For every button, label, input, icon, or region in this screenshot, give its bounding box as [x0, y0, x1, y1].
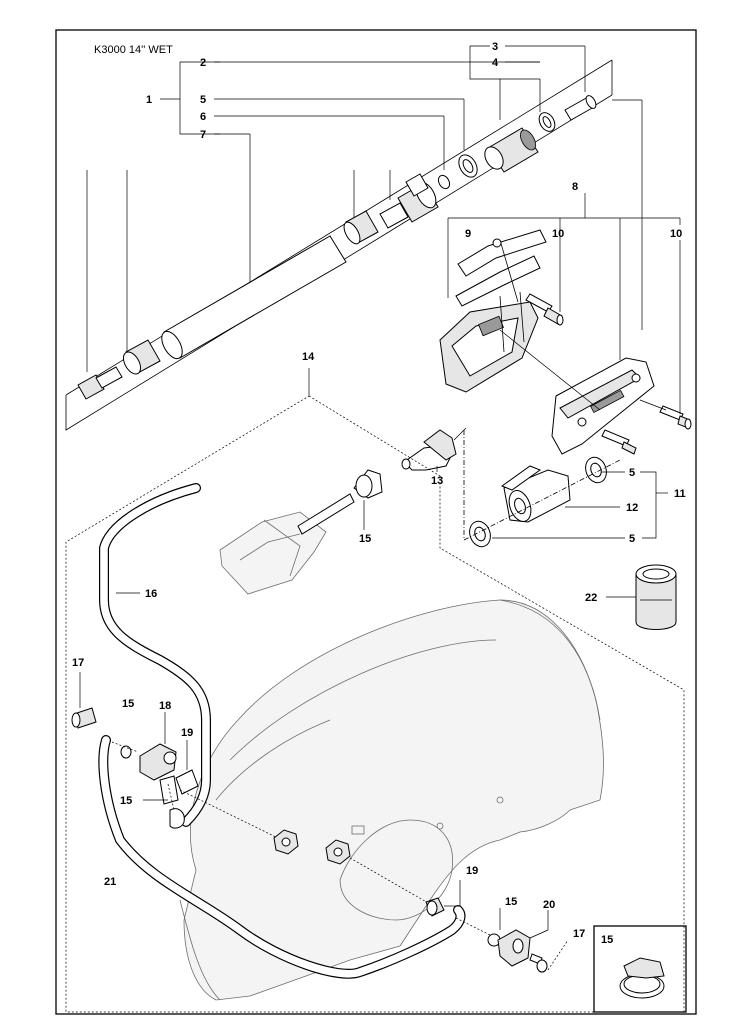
pipe-fitting	[379, 173, 439, 229]
callout-5-bottom: 5	[629, 533, 635, 545]
nut-left	[273, 829, 299, 855]
valve-bracket-assembly	[439, 99, 692, 548]
callout-15-left: 15	[122, 698, 134, 710]
hose-adapter-22	[635, 564, 677, 630]
callout-22: 22	[585, 592, 597, 604]
cover-plate	[551, 357, 655, 455]
callout-21: 21	[104, 876, 116, 888]
callout-11: 11	[674, 488, 686, 500]
pipe	[161, 235, 347, 360]
diagram-title: K3000 14'' WET	[94, 44, 173, 56]
pipe-assembly	[65, 45, 613, 431]
coupling	[484, 127, 539, 173]
valve-washer-top	[585, 456, 607, 484]
fitting-19-lower	[425, 897, 445, 917]
valve-body	[500, 465, 571, 523]
screw-lower	[601, 429, 637, 455]
callout-18: 18	[159, 700, 171, 712]
callout-16: 16	[145, 588, 157, 600]
tee-fitting-18	[120, 743, 199, 829]
support-pipe	[297, 493, 355, 535]
callout-9: 9	[465, 228, 471, 240]
pipe-nut	[343, 210, 379, 245]
callout-19-upper: 19	[181, 727, 193, 739]
callout-15-lower: 15	[505, 896, 517, 908]
callout-5-mid: 5	[629, 467, 635, 479]
spring-clip	[455, 229, 547, 307]
coupling-washer	[538, 112, 556, 132]
callout-13: 13	[431, 475, 443, 487]
blade-guard-outline	[179, 599, 604, 1001]
callout-15-upper: 15	[359, 533, 371, 545]
callout-8: 8	[572, 181, 578, 193]
callout-20: 20	[543, 899, 555, 911]
callout-17-upper: 17	[72, 657, 84, 669]
callout-7: 7	[200, 129, 206, 141]
hose-nipple	[564, 95, 597, 121]
hose-21	[98, 735, 466, 979]
callout-15-mid: 15	[120, 795, 132, 807]
callout-3: 3	[492, 41, 498, 53]
nozzle-17	[71, 707, 97, 729]
callout-6: 6	[200, 111, 206, 123]
callout-2: 2	[200, 57, 206, 69]
inset-label: 15	[601, 934, 613, 946]
fitting-20	[497, 929, 531, 967]
screw-17-lower	[529, 953, 548, 973]
kit-boundary	[65, 395, 685, 1013]
diagram-frame	[55, 29, 697, 1015]
callout-1: 1	[146, 94, 152, 106]
valve-washer-bottom	[469, 520, 491, 548]
callout-12: 12	[626, 502, 638, 514]
hose-16	[99, 483, 211, 827]
bracket-plate	[439, 291, 539, 393]
nut-center	[325, 839, 351, 865]
callout-5-top: 5	[200, 94, 206, 106]
inset-clamp-detail: 15	[593, 925, 687, 1013]
o-ring-small	[437, 174, 451, 190]
washer	[458, 154, 478, 178]
clamp-15	[353, 469, 383, 499]
screw-right	[659, 405, 692, 430]
callout-19-lower: 19	[466, 865, 478, 877]
support-bracket-ghost	[219, 511, 327, 595]
screw-upper	[525, 293, 564, 326]
callout-4: 4	[492, 57, 499, 69]
pipe-end-fitting	[77, 339, 161, 400]
callout-10-right: 10	[670, 228, 682, 240]
callout-10-left: 10	[552, 228, 564, 240]
callout-14: 14	[302, 351, 315, 363]
hose-fitting-13	[401, 427, 467, 472]
callout-17-lower: 17	[573, 928, 585, 940]
